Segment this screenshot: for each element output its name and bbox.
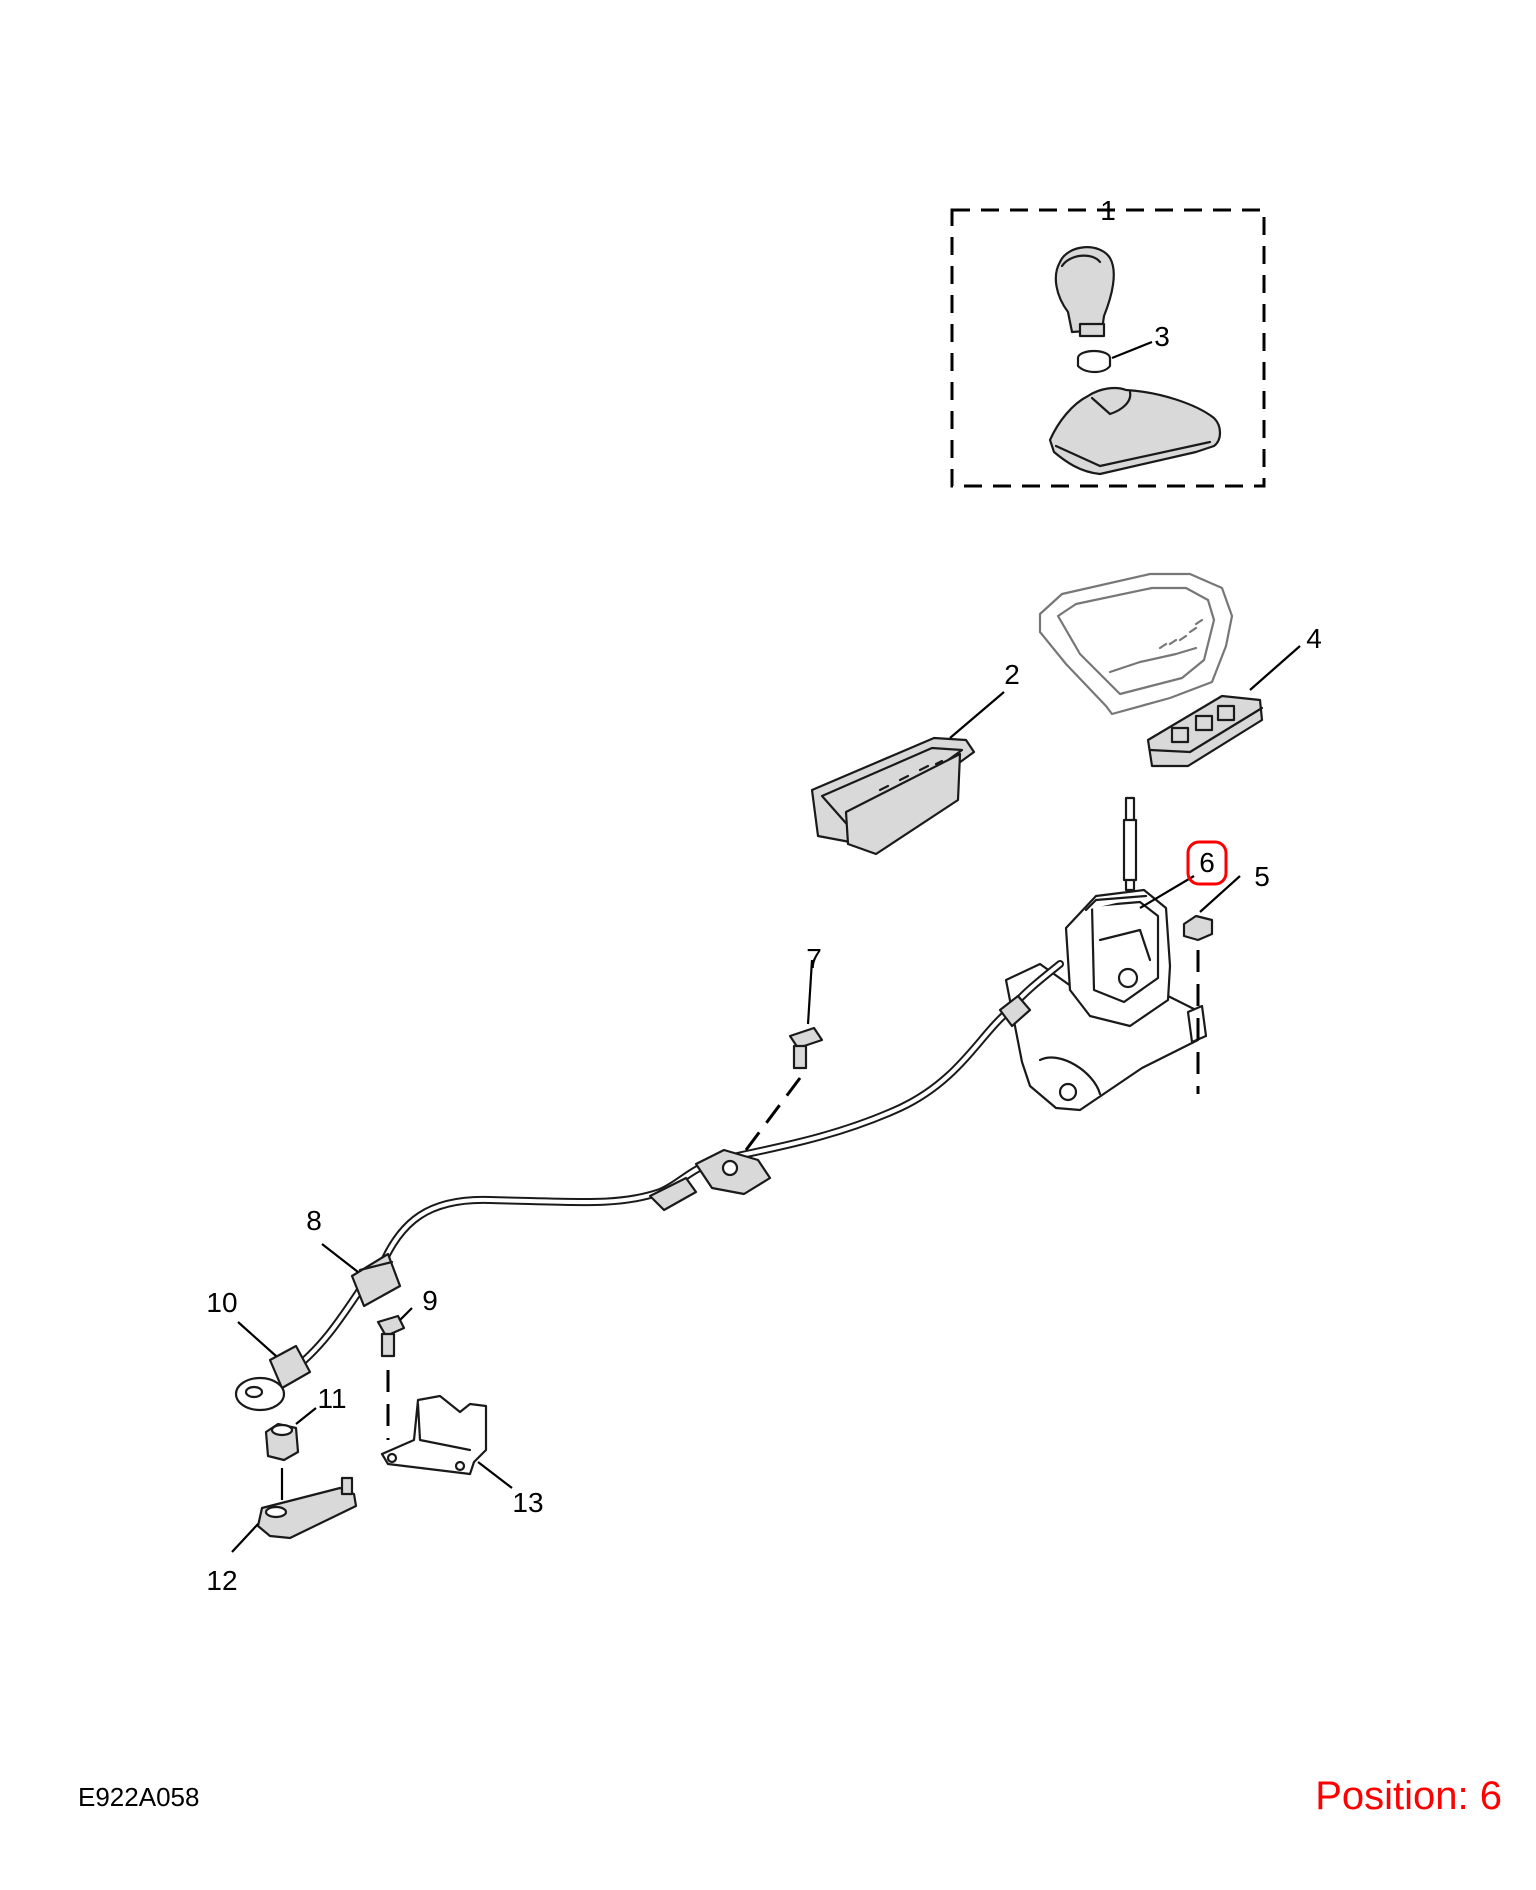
callout-2: 2: [1004, 659, 1020, 690]
clip-3: [1076, 349, 1112, 374]
callout-6: 6: [1199, 847, 1215, 878]
callout-13: 13: [512, 1487, 543, 1518]
cable-adjuster: [350, 1252, 402, 1308]
callout-7: 7: [806, 943, 822, 974]
bolt-9: [376, 1314, 406, 1358]
indicator-panel-2: [810, 736, 976, 856]
shift-cable-8: [286, 960, 1064, 1376]
position-indicator: Position: 6: [1315, 1774, 1502, 1818]
callout-5: 5: [1254, 861, 1270, 892]
callout-3: 3: [1154, 321, 1170, 352]
nut-5: [1182, 914, 1214, 942]
callout-12: 12: [206, 1565, 237, 1596]
callout-10: 10: [206, 1287, 237, 1318]
callout-11: 11: [317, 1383, 346, 1414]
cable-sleeve-clip: [648, 1176, 698, 1212]
cable-end-fitting: [998, 994, 1032, 1028]
bolt-7-dashed-path: [738, 1077, 802, 1159]
switch-pack-4: [1146, 694, 1264, 768]
callout-8: 8: [306, 1205, 322, 1236]
shift-boot: [1048, 386, 1222, 476]
nut-11: [264, 1422, 300, 1462]
bracket-13: [380, 1394, 488, 1476]
cable-end-10: [234, 1344, 312, 1412]
callout-4: 4: [1306, 623, 1322, 654]
gear-knob: [1054, 246, 1115, 338]
shifter-assembly-6: [1004, 796, 1208, 1112]
shift-bezel-trim: [1038, 572, 1234, 716]
bolt-7: [788, 1026, 824, 1070]
assembly-1-box: [950, 208, 1266, 488]
lever-12: [256, 1476, 358, 1540]
cable-grommet: [694, 1148, 772, 1196]
leader-lines: [231, 340, 1301, 1553]
callout-9: 9: [422, 1285, 438, 1316]
highlight-callout-6: [1186, 840, 1228, 886]
callout-1: 1: [1100, 195, 1116, 226]
diagram-code: E922A058: [78, 1782, 200, 1812]
